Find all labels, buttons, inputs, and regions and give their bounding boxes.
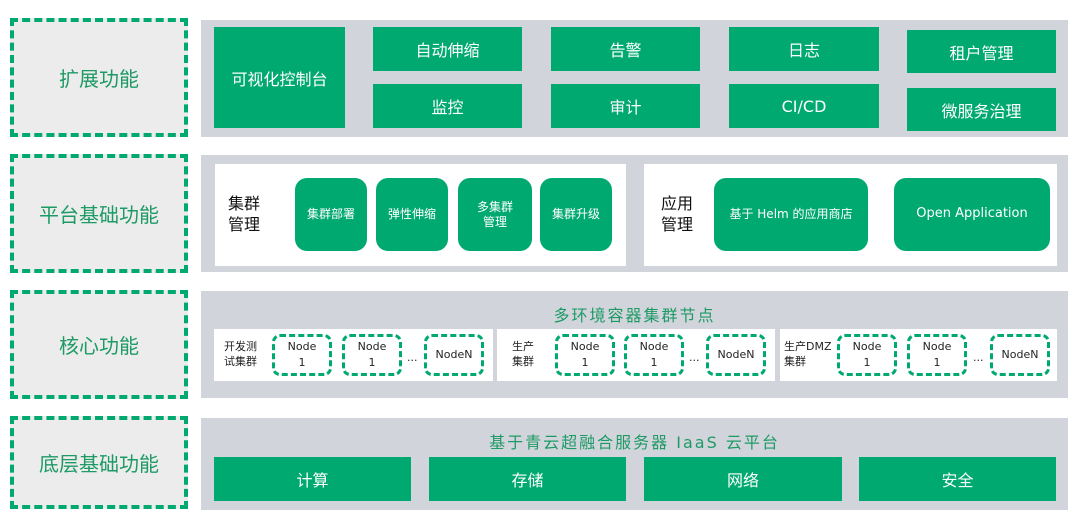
cluster-prod-dmz: 生产DMZ 集群 Node 1 Node 1 ... NodeN <box>780 329 1057 381</box>
autoscale-box: 自动伸缩 <box>373 27 522 71</box>
node-box: Node 1 <box>837 334 897 376</box>
cluster-prod: 生产 集群 Node 1 Node 1 ... NodeN <box>497 329 775 381</box>
storage-box: 存储 <box>429 457 626 501</box>
monitor-box: 监控 <box>373 84 522 128</box>
console-box: 可视化控制台 <box>214 27 345 128</box>
security-box: 安全 <box>859 457 1056 501</box>
ellipsis: ... <box>973 351 984 364</box>
open-application-box: Open Application <box>894 178 1050 251</box>
cicd-box: CI/CD <box>729 84 879 128</box>
node-box: Node 1 <box>342 334 402 376</box>
node-box: Node 1 <box>555 334 615 376</box>
cluster-label: 生产 集群 <box>512 340 534 369</box>
compute-box: 计算 <box>214 457 411 501</box>
node-box: Node 1 <box>272 334 332 376</box>
node-box: Node 1 <box>907 334 967 376</box>
app-mgmt-label: 应用 管理 <box>661 194 694 234</box>
cluster-mgmt-label: 集群 管理 <box>228 194 261 234</box>
node-box: NodeN <box>424 334 484 376</box>
cluster-deploy-box: 集群部署 <box>295 178 367 251</box>
node-box: NodeN <box>990 334 1050 376</box>
layer-label-platform: 平台基础功能 <box>10 154 188 273</box>
cluster-label: 生产DMZ 集群 <box>784 340 832 369</box>
tenant-box: 租户管理 <box>907 30 1056 73</box>
layer-label-base: 底层基础功能 <box>10 416 188 509</box>
alert-box: 告警 <box>551 27 700 71</box>
node-box: Node 1 <box>624 334 684 376</box>
node-box: NodeN <box>706 334 766 376</box>
multi-cluster-box: 多集群 管理 <box>458 178 532 251</box>
helm-store-box: 基于 Helm 的应用商店 <box>714 178 868 251</box>
cluster-label: 开发测 试集群 <box>224 340 257 369</box>
layer-label-extension: 扩展功能 <box>10 18 188 137</box>
audit-box: 审计 <box>551 84 700 128</box>
microservice-box: 微服务治理 <box>907 88 1056 131</box>
network-box: 网络 <box>644 457 842 501</box>
base-title: 基于青云超融合服务器 IaaS 云平台 <box>489 433 780 452</box>
log-box: 日志 <box>729 27 879 71</box>
elastic-scale-box: 弹性伸缩 <box>376 178 448 251</box>
cluster-upgrade-box: 集群升级 <box>540 178 612 251</box>
ellipsis: ... <box>407 351 418 364</box>
cluster-dev-test: 开发测 试集群 Node 1 Node 1 ... NodeN <box>214 329 493 381</box>
layer-label-core: 核心功能 <box>10 290 188 399</box>
ellipsis: ... <box>689 351 700 364</box>
core-title: 多环境容器集群节点 <box>553 306 716 325</box>
